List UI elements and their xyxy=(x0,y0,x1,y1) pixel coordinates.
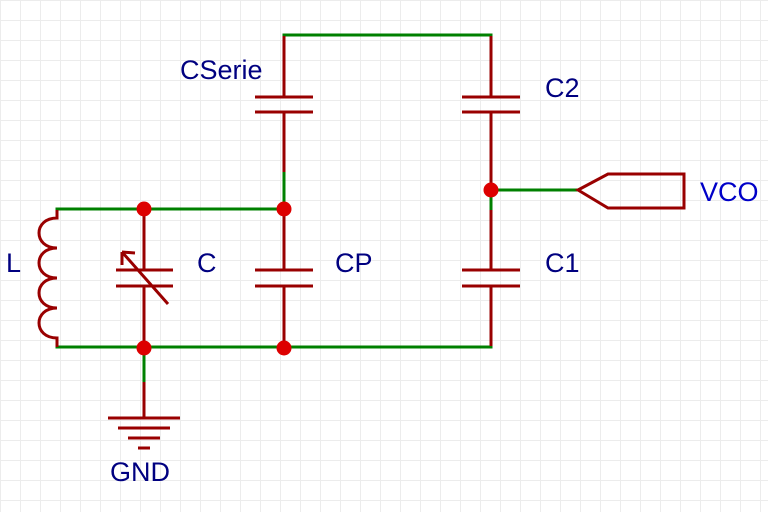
label-c1: C1 xyxy=(545,248,580,278)
wire-tank-top xyxy=(55,207,286,212)
junction-dot xyxy=(136,340,152,356)
label-l: L xyxy=(6,248,21,278)
label-cp: CP xyxy=(335,248,373,278)
variable-capacitor[interactable] xyxy=(116,209,173,347)
label-gnd: GND xyxy=(110,457,170,487)
junctions xyxy=(136,182,499,356)
label-c: C xyxy=(197,248,217,278)
capacitor-c2[interactable] xyxy=(462,36,520,190)
wire-top xyxy=(282,33,493,38)
capacitor-c1[interactable] xyxy=(462,210,520,346)
wire-bottom xyxy=(55,344,493,349)
label-c2: C2 xyxy=(545,73,580,103)
label-cserie: CSerie xyxy=(180,55,263,85)
parallel-capacitor[interactable] xyxy=(255,209,313,347)
inductor[interactable] xyxy=(37,210,59,347)
junction-dot xyxy=(136,201,152,217)
wires xyxy=(55,33,580,384)
label-vco: VCO xyxy=(700,177,759,207)
junction-dot xyxy=(483,182,499,198)
ground-symbol[interactable] xyxy=(108,382,180,450)
vco-port-symbol[interactable] xyxy=(574,172,686,210)
junction-dot xyxy=(276,340,292,356)
series-capacitor[interactable] xyxy=(255,36,313,172)
junction-dot xyxy=(276,201,292,217)
